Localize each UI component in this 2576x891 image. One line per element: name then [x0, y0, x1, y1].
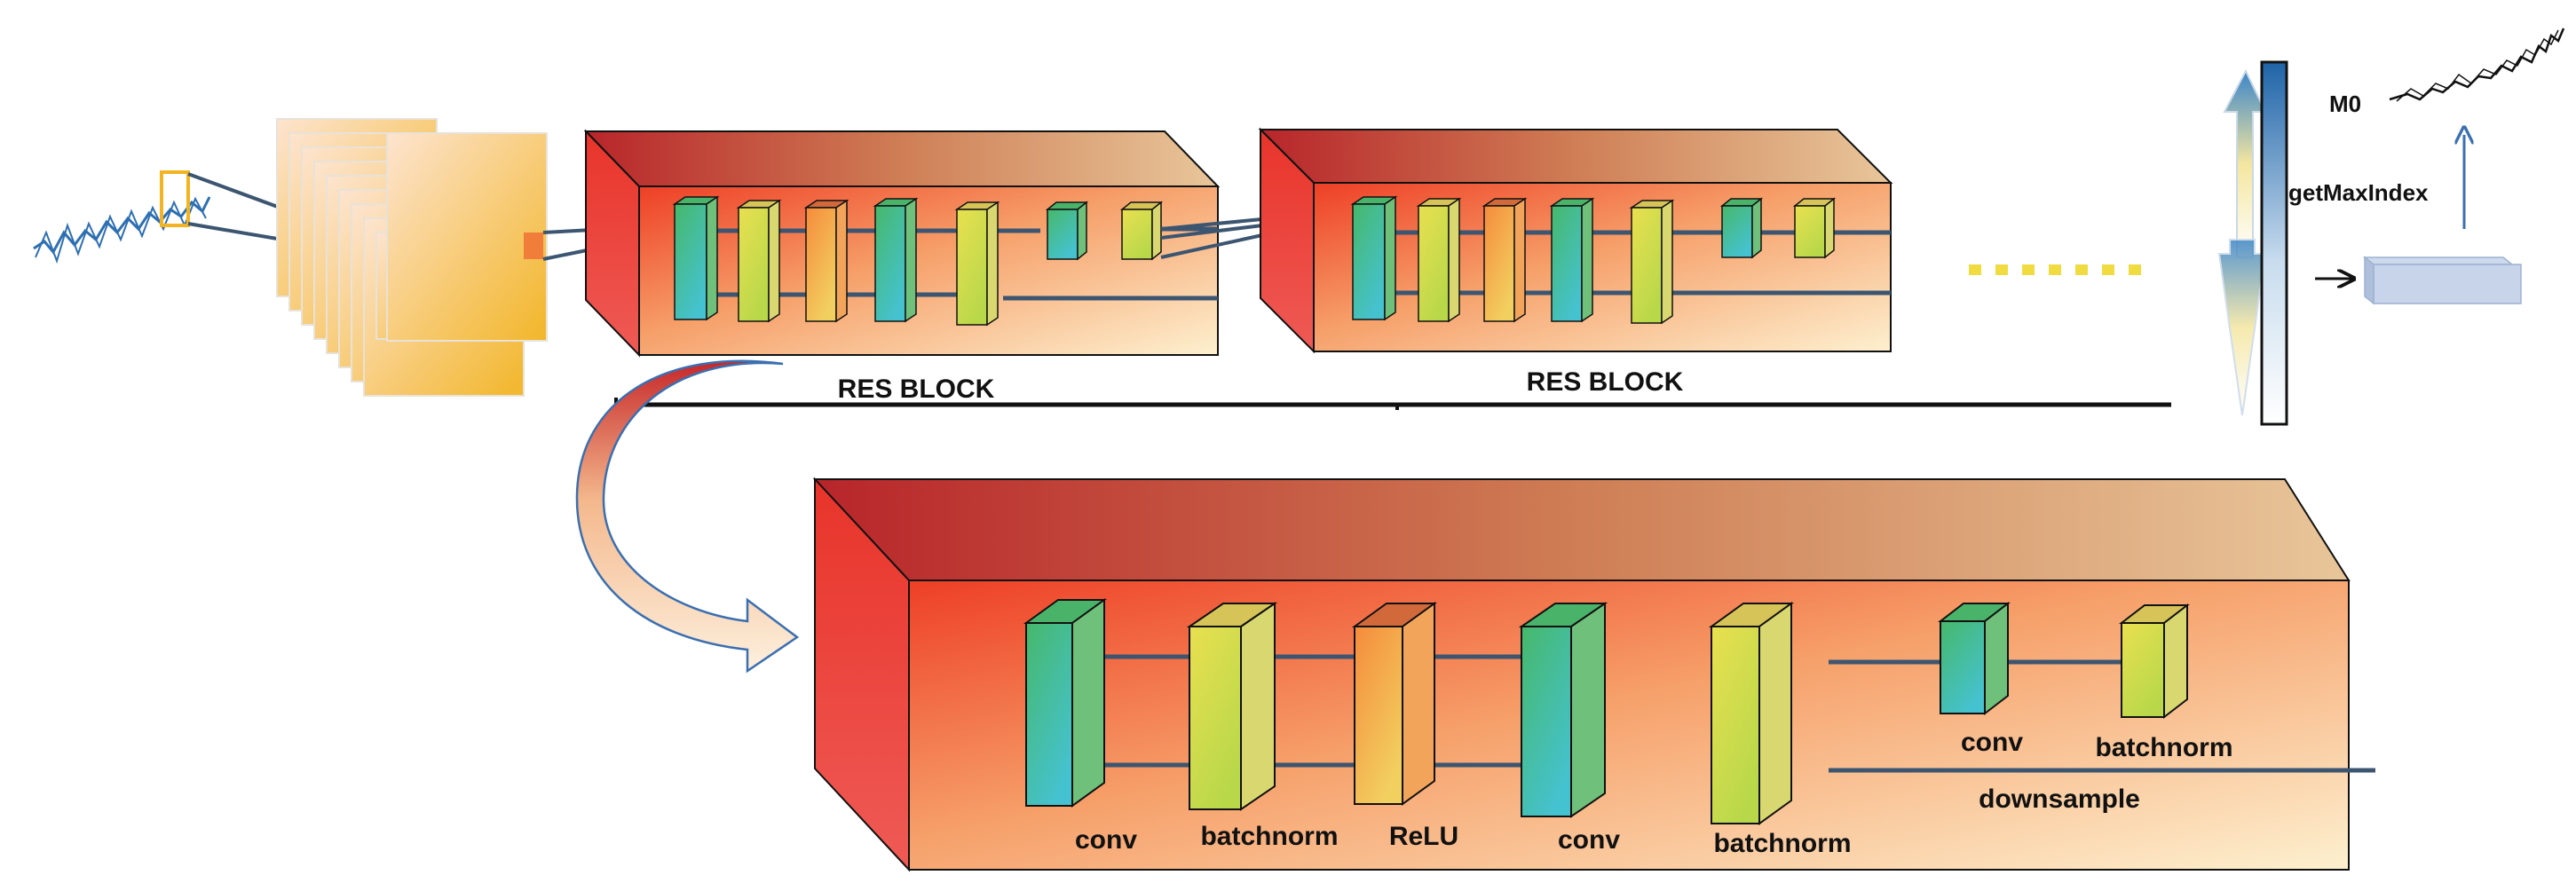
layer-conv-1 — [1023, 598, 1108, 808]
input-window — [160, 170, 190, 227]
max-index-label: getMaxIndex — [2288, 179, 2429, 206]
layer-down-batchnorm — [2119, 603, 2190, 720]
input-signal — [33, 196, 211, 264]
label-downsample: downsample — [1979, 785, 2140, 814]
layer-down-conv — [1938, 601, 2011, 716]
layer-relu — [1351, 602, 1438, 806]
output-bar — [2260, 60, 2288, 426]
label-conv-1: conv — [1075, 825, 1137, 855]
layer-conv-2 — [1518, 602, 1608, 818]
label-conv-2: conv — [1558, 825, 1620, 855]
zoom-curved-arrow — [575, 359, 800, 674]
label-batchnorm-2: batchnorm — [1713, 829, 1851, 858]
res-block-2-layers — [1350, 195, 1891, 325]
res-block-1-label: RES BLOCK — [838, 375, 995, 404]
detail-layers — [1023, 598, 2375, 825]
fc-layer — [2362, 256, 2522, 305]
label-batchnorm-1: batchnorm — [1200, 822, 1338, 851]
label-down-batchnorm: batchnorm — [2095, 733, 2232, 762]
res-block-2-label: RES BLOCK — [1527, 367, 1684, 397]
layer-batchnorm-1 — [1186, 602, 1278, 811]
label-down-conv: conv — [1961, 728, 2023, 757]
label-relu: ReLU — [1389, 822, 1458, 851]
res-block-1-layers — [672, 195, 1218, 327]
output-label: M0 — [2329, 91, 2361, 117]
detail-block — [812, 477, 2351, 872]
feature-map-stack — [276, 118, 548, 397]
output-signal — [2389, 28, 2565, 101]
double-arrow-icon — [2217, 68, 2267, 416]
layer-batchnorm-2 — [1708, 602, 1795, 825]
ellipsis-dots — [1969, 264, 2141, 275]
